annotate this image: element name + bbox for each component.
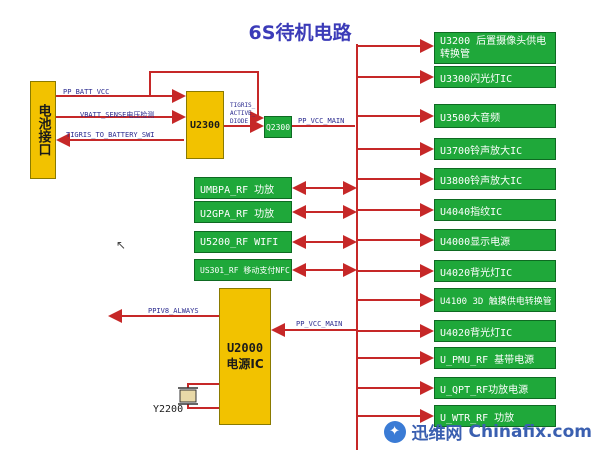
load-block: U_PMU_RF 基带电源 [434, 347, 556, 369]
battery-connector: 电池接口 [30, 81, 56, 179]
watermark: ✦ 迅维网 Chinafix.com [383, 419, 592, 444]
signal-pp-vcc-main-top: PP_VCC_MAIN [298, 117, 345, 125]
load-block: U_WTR_RF 功放 [434, 405, 556, 427]
load-block: U3700铃声放大IC [434, 138, 556, 160]
signal-ppiv8-always: PPIV8_ALWAYS [148, 307, 199, 315]
battery-connector-label: 电池接口 [35, 104, 51, 156]
signal-tigris-to-battery: TIGRIS_TO_BATTERY_SWI [66, 131, 155, 139]
u2300-chip: U2300 [186, 91, 224, 159]
signal-pp-batt-vcc: PP_BATT_VCC [63, 88, 110, 96]
signal-pp-vcc-main-u2000: PP_VCC_MAIN [296, 320, 343, 328]
y2200-label: Y2200 [153, 404, 184, 415]
wrench-logo-icon: ✦ [383, 420, 406, 443]
watermark-cn: 迅维网 [411, 424, 463, 444]
mouse-cursor-icon: ↖ [116, 238, 127, 252]
load-block: U_QPT_RF功放电源 [434, 377, 556, 399]
q2300-label: Q2300 [265, 122, 291, 132]
load-block: U3500大音频 [434, 104, 556, 128]
u2000-power-ic: U2000 电源IC [219, 288, 271, 425]
wire-pp-batt-vcc [56, 71, 264, 125]
wire-crystal-b [187, 404, 219, 409]
signal-tigris-active-diode: TIGRIS_ ACTIVE_ DIODE [230, 102, 256, 125]
load-block: U3200 后置摄像头供电转换管 [434, 32, 556, 64]
rf-block: US301_RF 移动支付NFC [194, 259, 292, 281]
page-title: 6S待机电路 [248, 22, 352, 44]
load-block: U4000显示电源 [434, 229, 556, 251]
wire-crystal-a [187, 383, 219, 388]
u2000-desc: 电源IC [226, 357, 264, 371]
load-block: U4040指纹IC [434, 199, 556, 221]
load-block: U3300闪光灯IC [434, 66, 556, 88]
load-block: U4020背光灯IC [434, 260, 556, 282]
load-block: U3800铃声放大IC [434, 168, 556, 190]
u2000-name: U2000 [226, 341, 264, 355]
rf-block: UMBPA_RF 功放 [194, 177, 292, 199]
load-block: U4020背光灯IC [434, 320, 556, 342]
u2300-label: U2300 [189, 119, 221, 131]
load-block: U4100 3D 触摸供电转换管 [434, 288, 556, 312]
rf-block: U5200_RF WIFI [194, 231, 292, 253]
watermark-en: Chinafix.com [468, 421, 592, 442]
rf-block: U2GPA_RF 功放 [194, 201, 292, 223]
q2300-chip: Q2300 [264, 116, 292, 138]
crystal-y2200 [179, 389, 197, 403]
signal-vbatt-sense: VBATT_SENSE电压检测 [80, 111, 155, 119]
